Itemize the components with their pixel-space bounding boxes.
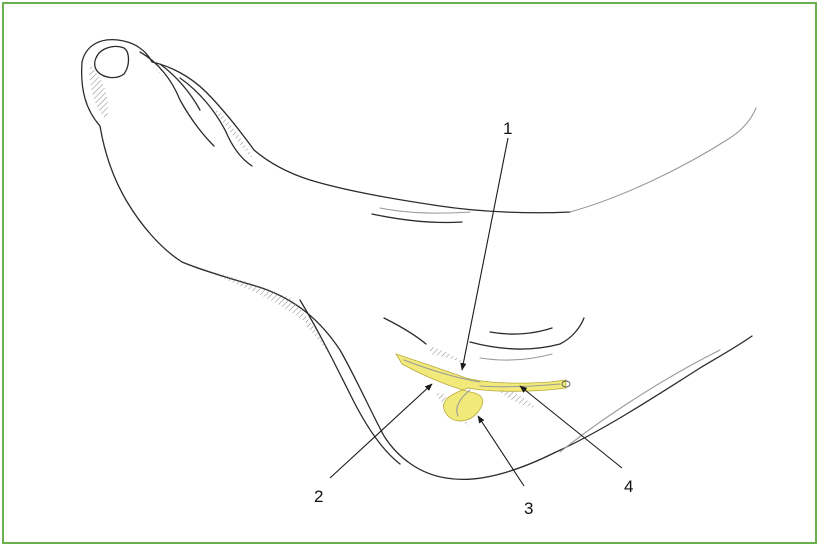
nerve-yellow-shape (396, 354, 566, 421)
shading-hatching (90, 64, 536, 426)
leader-line-3 (478, 416, 524, 486)
callout-label-1: 1 (503, 119, 512, 138)
tibial-nerve-branches (396, 354, 570, 421)
leader-line-1 (462, 138, 508, 370)
leader-line-2 (330, 384, 432, 478)
callout-labels: 1 2 3 4 (314, 119, 633, 518)
leader-line-4 (520, 386, 622, 468)
callout-label-2: 2 (314, 487, 323, 506)
callout-label-4: 4 (624, 477, 633, 496)
foot-outline (82, 40, 756, 480)
callout-label-3: 3 (524, 499, 533, 518)
leader-lines (330, 138, 622, 486)
